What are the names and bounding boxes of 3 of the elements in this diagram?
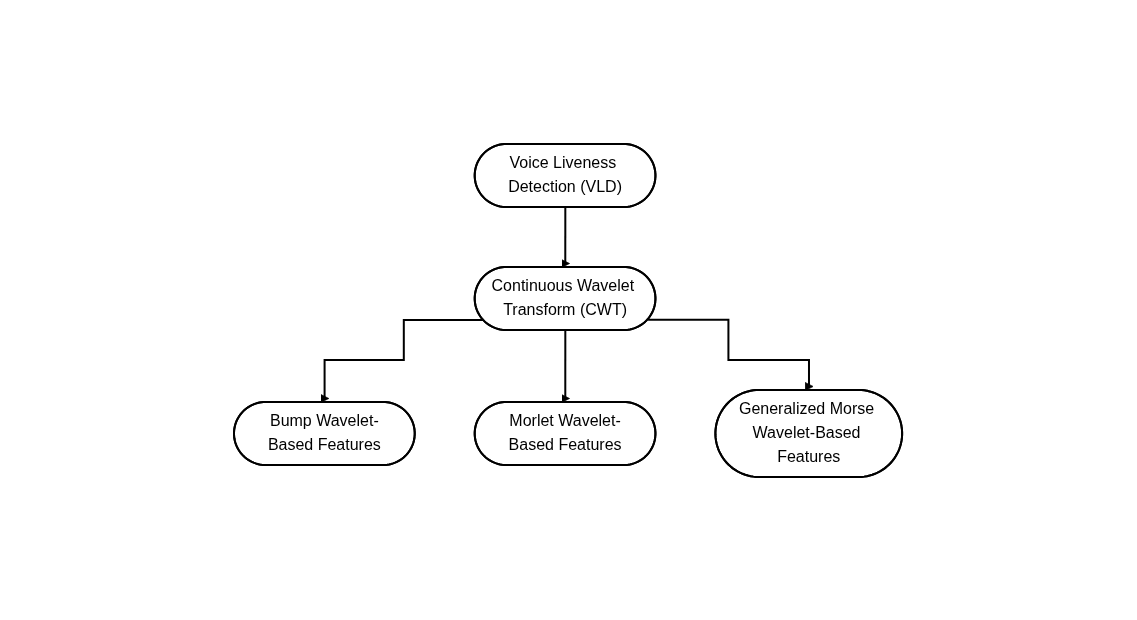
arrow — [561, 329, 571, 403]
arrow — [561, 206, 571, 268]
arrow — [647, 318, 815, 391]
